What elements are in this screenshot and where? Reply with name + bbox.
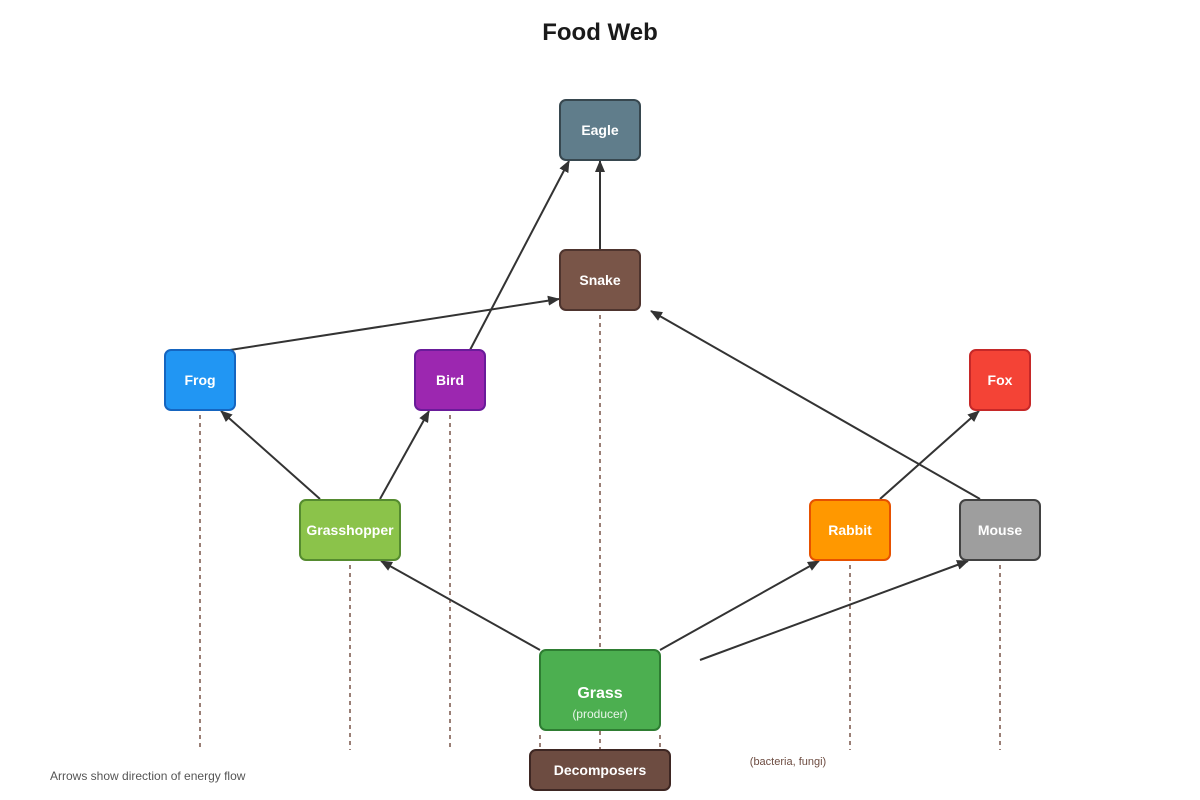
node-snake: Snake xyxy=(559,249,641,311)
node-grass-sublabel: (producer) xyxy=(572,707,627,721)
diagram-title: Food Web xyxy=(542,19,658,46)
arrow-grasshopper-to-bird xyxy=(379,410,430,500)
node-mouse: Mouse xyxy=(959,499,1041,561)
node-frog-box xyxy=(164,349,236,411)
node-grasshopper-label: Grasshopper xyxy=(306,522,394,538)
node-decomposers-label: Decomposers xyxy=(554,762,647,778)
node-grass-label: Grass xyxy=(577,685,622,702)
arrow-mouse-to-snake xyxy=(650,310,981,500)
node-grasshopper: Grasshopper xyxy=(299,499,401,561)
node-mouse-box xyxy=(959,499,1041,561)
arrow-grass-to-mouse xyxy=(699,560,969,661)
node-eagle-label: Eagle xyxy=(581,122,619,138)
node-mouse-label: Mouse xyxy=(978,522,1023,538)
node-rabbit-label: Rabbit xyxy=(828,522,872,538)
node-fox-label: Fox xyxy=(988,372,1013,388)
node-frog-label: Frog xyxy=(184,372,215,388)
arrow-grasshopper-to-frog xyxy=(220,410,321,500)
arrow-bird-to-eagle xyxy=(469,160,570,351)
node-bird-box xyxy=(414,349,486,411)
node-eagle-box xyxy=(559,99,641,161)
node-decomposers-box xyxy=(529,749,671,791)
node-grasshopper-box xyxy=(299,499,401,561)
node-rabbit-box xyxy=(809,499,891,561)
arrow-rabbit-to-fox xyxy=(879,410,980,500)
node-rabbit: Rabbit xyxy=(809,499,891,561)
node-snake-label: Snake xyxy=(579,272,620,288)
node-bird-label: Bird xyxy=(436,372,464,388)
arrow-frog-to-snake xyxy=(229,295,560,351)
node-fox-box xyxy=(969,349,1031,411)
node-frog: Frog xyxy=(164,349,236,411)
node-fox: Fox xyxy=(969,349,1031,411)
energy-flow-footnote: Arrows show direction of energy flow xyxy=(50,769,246,783)
node-decomposers: Decomposers xyxy=(529,749,671,791)
node-bird: Bird xyxy=(414,349,486,411)
node-grass-box xyxy=(539,649,661,731)
arrow-grass-to-grasshopper xyxy=(380,560,541,651)
node-eagle: Eagle xyxy=(559,99,641,161)
node-snake-box xyxy=(559,249,641,311)
energy-flow-arrows xyxy=(220,160,981,661)
decomposers-note: (bacteria, fungi) xyxy=(750,756,826,768)
node-grass: Grass (producer) xyxy=(539,649,661,731)
arrow-grass-to-rabbit xyxy=(659,560,820,651)
